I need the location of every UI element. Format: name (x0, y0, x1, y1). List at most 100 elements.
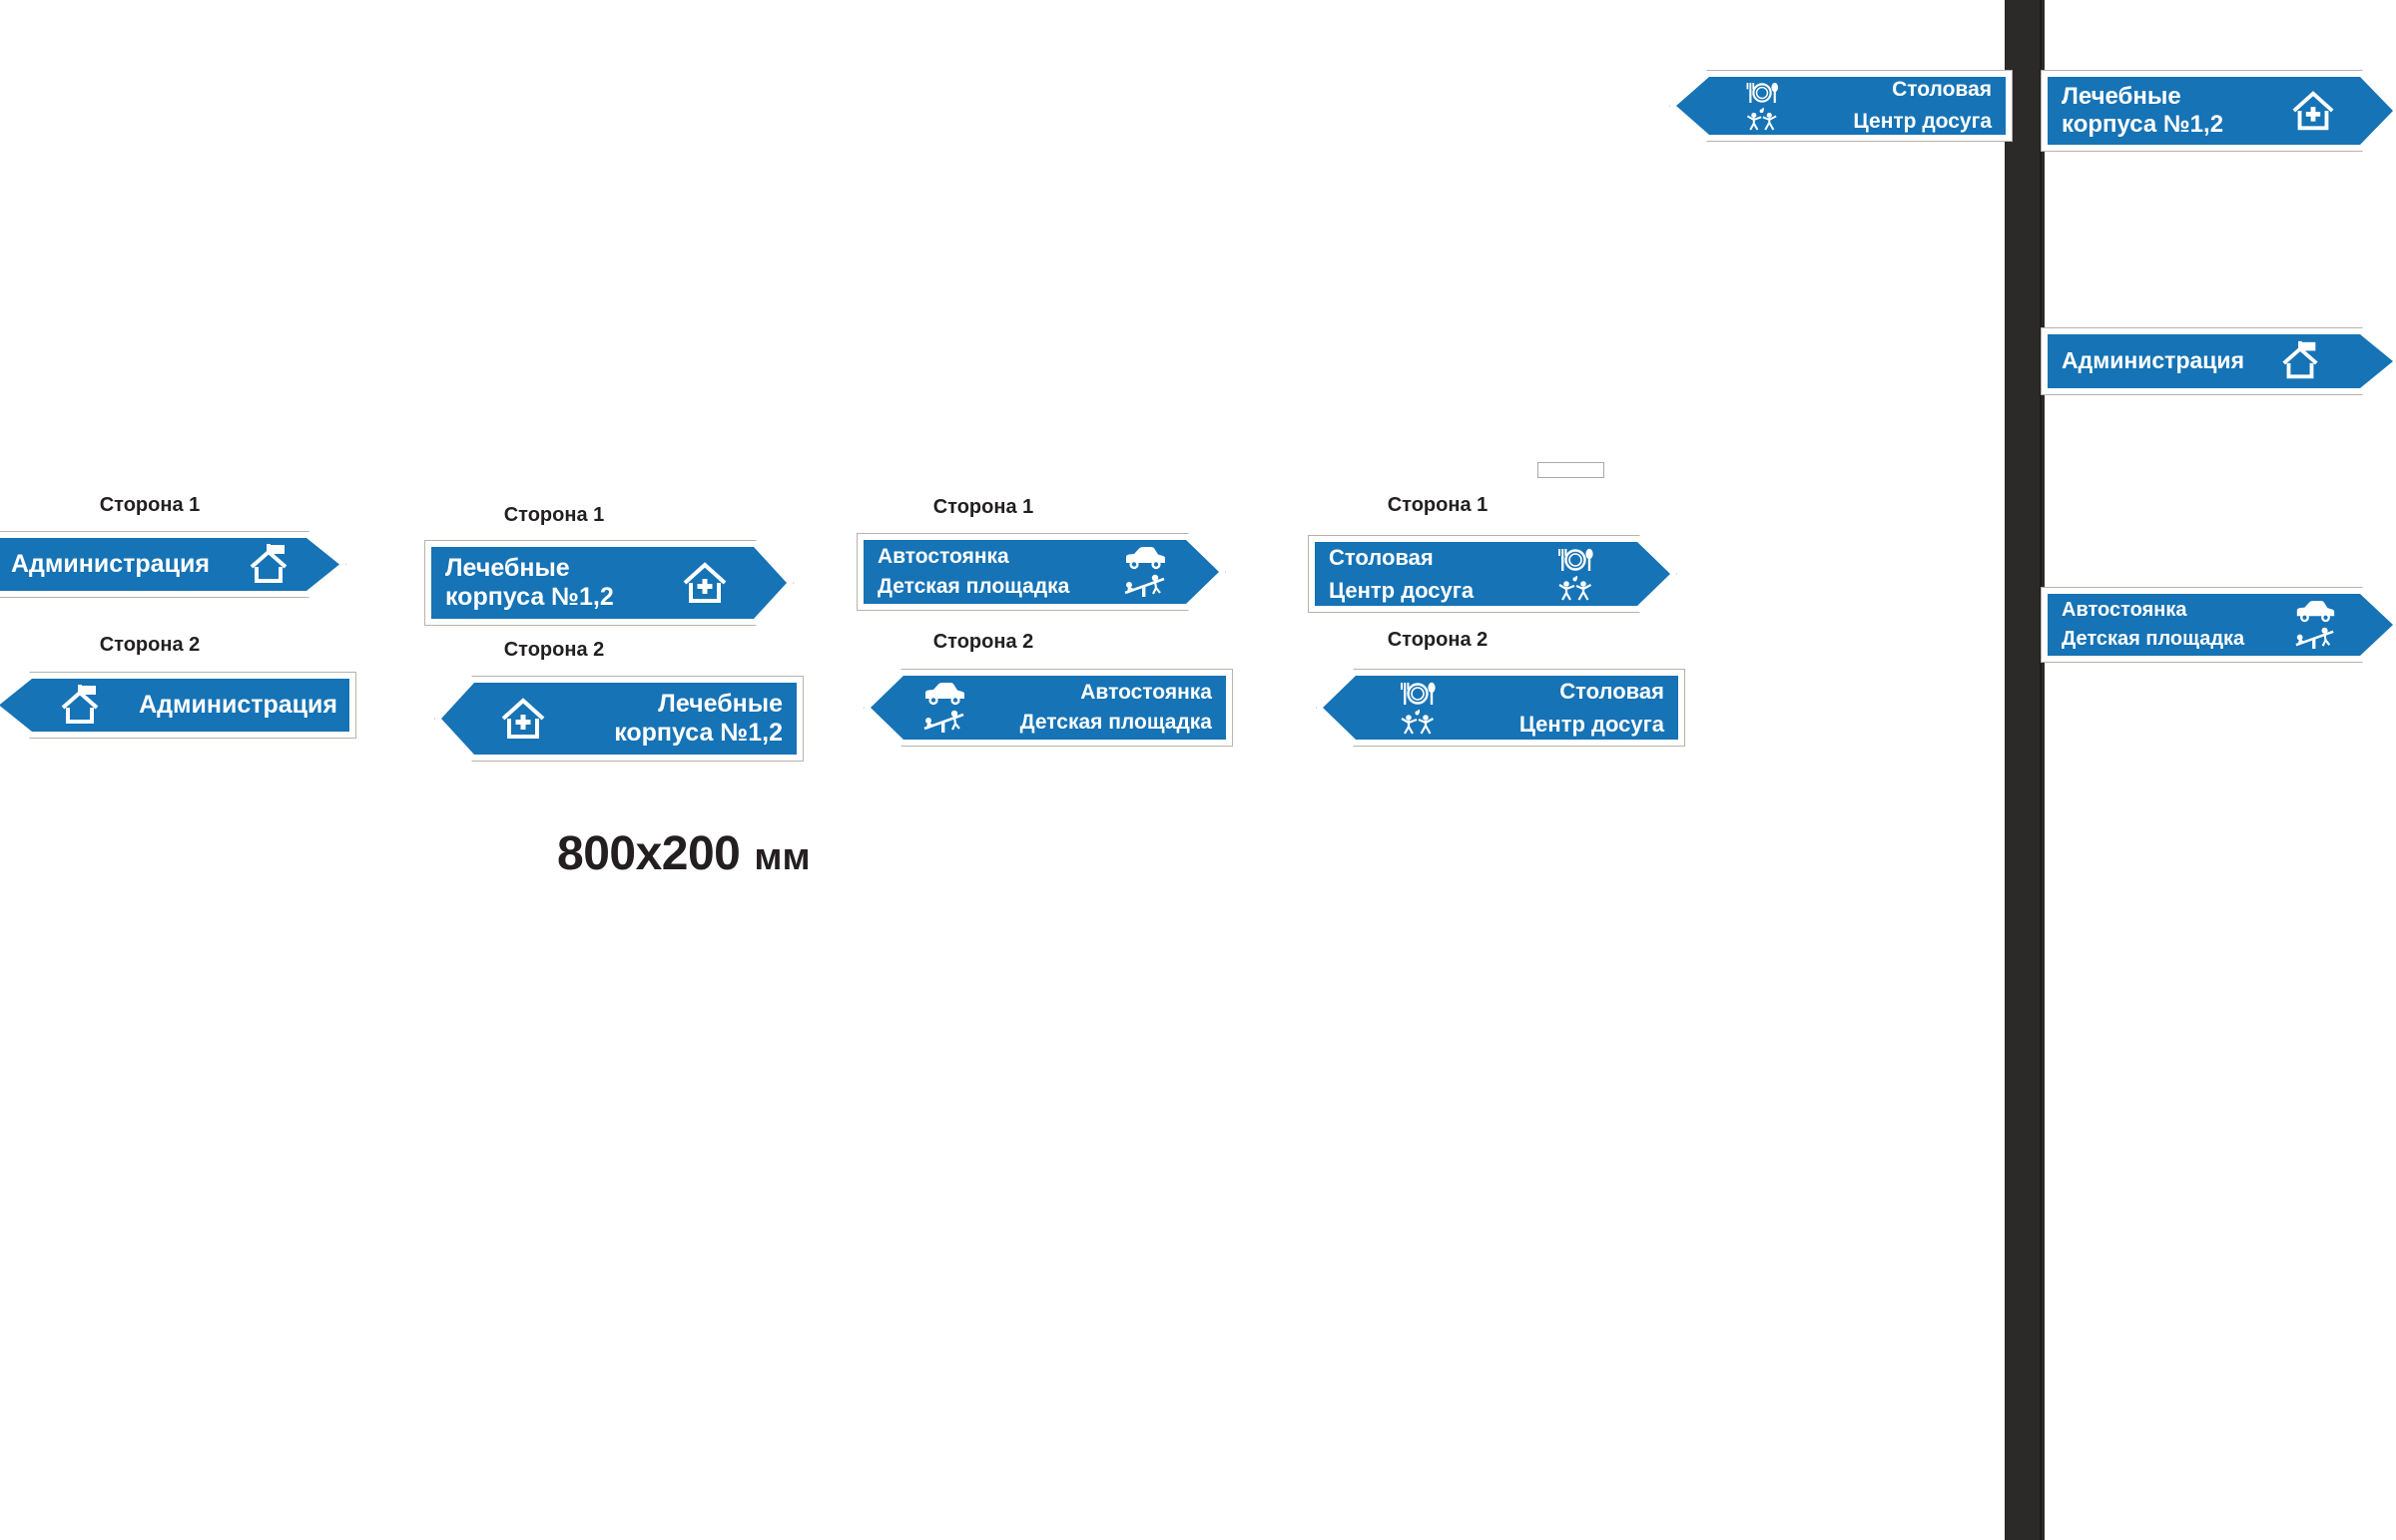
caption-group2-side2: Сторона 2 (503, 639, 605, 661)
dancers-icon (1401, 709, 1435, 735)
sign-line: корпуса №1,2 (2062, 111, 2224, 138)
mock-sign-medical[interactable]: Лечебные корпуса №1,2 (2041, 70, 2396, 152)
house-cross-icon (679, 557, 731, 609)
sign-content: Администрация (2048, 334, 2393, 388)
sign-plate-blue (871, 676, 1226, 740)
sign-administration-side2[interactable]: Администрация (0, 672, 356, 739)
car-and-seesaw-icon (921, 681, 967, 735)
sign-text-block: Столовая Центр досуга (1329, 545, 1543, 604)
sign-text-block: Столовая Центр досуга (1450, 679, 1664, 738)
sign-content: Администрация (0, 538, 339, 591)
sign-text-block: Лечебные корпуса №1,2 (2062, 83, 2276, 140)
car-icon (2296, 600, 2335, 623)
sign-content: Столовая Центр досуга (1323, 676, 1678, 740)
house-flag-icon (56, 682, 104, 730)
mock-sign-administration[interactable]: Администрация (2041, 327, 2396, 395)
plate-and-dancers-icon (1553, 547, 1597, 602)
sign-line: Центр досуга (1853, 109, 1992, 133)
dimension-label: 800x200 мм (557, 826, 811, 881)
caption-group4-side1: Сторона 1 (1387, 494, 1489, 516)
house-flag-icon (2277, 338, 2323, 384)
sign-text-block: Администрация (11, 550, 229, 580)
sign-text-block: Администрация (120, 691, 337, 721)
caption-group1-side1: Сторона 1 (99, 494, 201, 516)
sign-line: Столовая (1329, 544, 1434, 570)
sign-content: Автостоянка Детская площадка (864, 540, 1219, 604)
sign-administration-side1[interactable]: Администрация (0, 531, 346, 598)
sign-line: Администрация (139, 690, 337, 719)
sign-plate-blue (1323, 676, 1678, 740)
sign-text-block: Лечебные корпуса №1,2 (445, 554, 667, 613)
sign-medical-side2[interactable]: Лечебные корпуса №1,2 (434, 676, 804, 762)
sign-text-block: Автостоянка Детская площадка (977, 681, 1212, 736)
seesaw-icon (1124, 574, 1165, 597)
sign-medical-side1[interactable]: Лечебные корпуса №1,2 (424, 540, 794, 626)
sign-line: Лечебные (445, 553, 570, 582)
car-icon (925, 683, 964, 706)
sign-plate-blue (1315, 542, 1670, 606)
pole-highlight (2040, 0, 2042, 1540)
house-cross-icon (2288, 86, 2338, 136)
sign-line: Автостоянка (2062, 598, 2187, 621)
sign-plate-blue (0, 679, 349, 732)
mock-sign-parking[interactable]: Автостоянка Детская площадка (2041, 587, 2396, 663)
house-flag-icon (245, 541, 293, 589)
house-cross-icon (497, 693, 549, 745)
sign-plate-blue (864, 540, 1219, 604)
sign-canteen-side2[interactable]: Столовая Центр досуга (1316, 669, 1685, 747)
sign-content: Столовая Центр досуга (1676, 77, 2006, 135)
dancers-icon (1558, 575, 1592, 601)
plate-fork-spoon-icon (1746, 82, 1778, 103)
sign-text-block: Автостоянка Детская площадка (878, 545, 1112, 600)
sign-content: Столовая Центр досуга (1315, 542, 1670, 606)
plate-fork-spoon-icon (1401, 682, 1436, 705)
sign-line: Администрация (11, 549, 210, 578)
sign-plate-blue (441, 683, 797, 755)
car-and-seesaw-icon (2293, 599, 2337, 651)
sign-line: Детская площадка (2062, 627, 2245, 650)
empty-placeholder-box (1537, 462, 1604, 478)
sign-line: Лечебные (658, 689, 783, 718)
plate-and-dancers-icon (1742, 81, 1782, 132)
sign-text-block: Столовая Центр досуга (1792, 78, 1992, 135)
sign-line: Автостоянка (1080, 680, 1212, 704)
dimension-size: 800x200 (557, 827, 741, 880)
sign-line: корпуса №1,2 (445, 583, 614, 611)
plate-fork-spoon-icon (1558, 548, 1593, 571)
sign-text-block: Лечебные корпуса №1,2 (561, 690, 783, 749)
sign-content: Администрация (0, 679, 349, 732)
plate-and-dancers-icon (1396, 681, 1440, 736)
seesaw-icon (2295, 627, 2334, 650)
sign-text-block: Администрация (2062, 347, 2261, 374)
car-icon (1126, 547, 1165, 570)
caption-group1-side2: Сторона 2 (99, 634, 201, 656)
seesaw-icon (923, 710, 964, 733)
sign-text-block: Автостоянка Детская площадка (2062, 599, 2283, 651)
sign-pole (2005, 0, 2045, 1540)
sign-plate-blue (2048, 334, 2393, 388)
sign-content: Лечебные корпуса №1,2 (2048, 77, 2393, 145)
sign-parking-side2[interactable]: Автостоянка Детская площадка (864, 669, 1233, 747)
panel-divider (2001, 0, 2005, 1540)
sign-canteen-side1[interactable]: Столовая Центр досуга (1308, 535, 1677, 613)
sign-content: Автостоянка Детская площадка (871, 676, 1226, 740)
sign-content: Автостоянка Детская площадка (2048, 594, 2393, 656)
sign-line: Автостоянка (878, 544, 1009, 568)
car-and-seesaw-icon (1122, 545, 1168, 599)
sign-line: Центр досуга (1518, 711, 1664, 737)
sign-line: корпуса №1,2 (614, 719, 783, 747)
sign-content: Лечебные корпуса №1,2 (431, 547, 787, 619)
caption-group2-side1: Сторона 1 (503, 504, 605, 526)
dimension-unit: мм (754, 836, 811, 878)
caption-group3-side2: Сторона 2 (932, 631, 1034, 653)
sign-plate-blue (2048, 77, 2393, 145)
mock-sign-canteen[interactable]: Столовая Центр досуга (1669, 70, 2013, 142)
sign-line: Детская площадка (878, 574, 1070, 598)
caption-group3-side1: Сторона 1 (932, 496, 1034, 518)
sign-line: Центр досуга (1329, 577, 1475, 603)
sign-plate-blue (431, 547, 787, 619)
sign-parking-side1[interactable]: Автостоянка Детская площадка (857, 533, 1226, 611)
sign-content: Лечебные корпуса №1,2 (441, 683, 797, 755)
sign-line: Детская площадка (1019, 710, 1212, 734)
